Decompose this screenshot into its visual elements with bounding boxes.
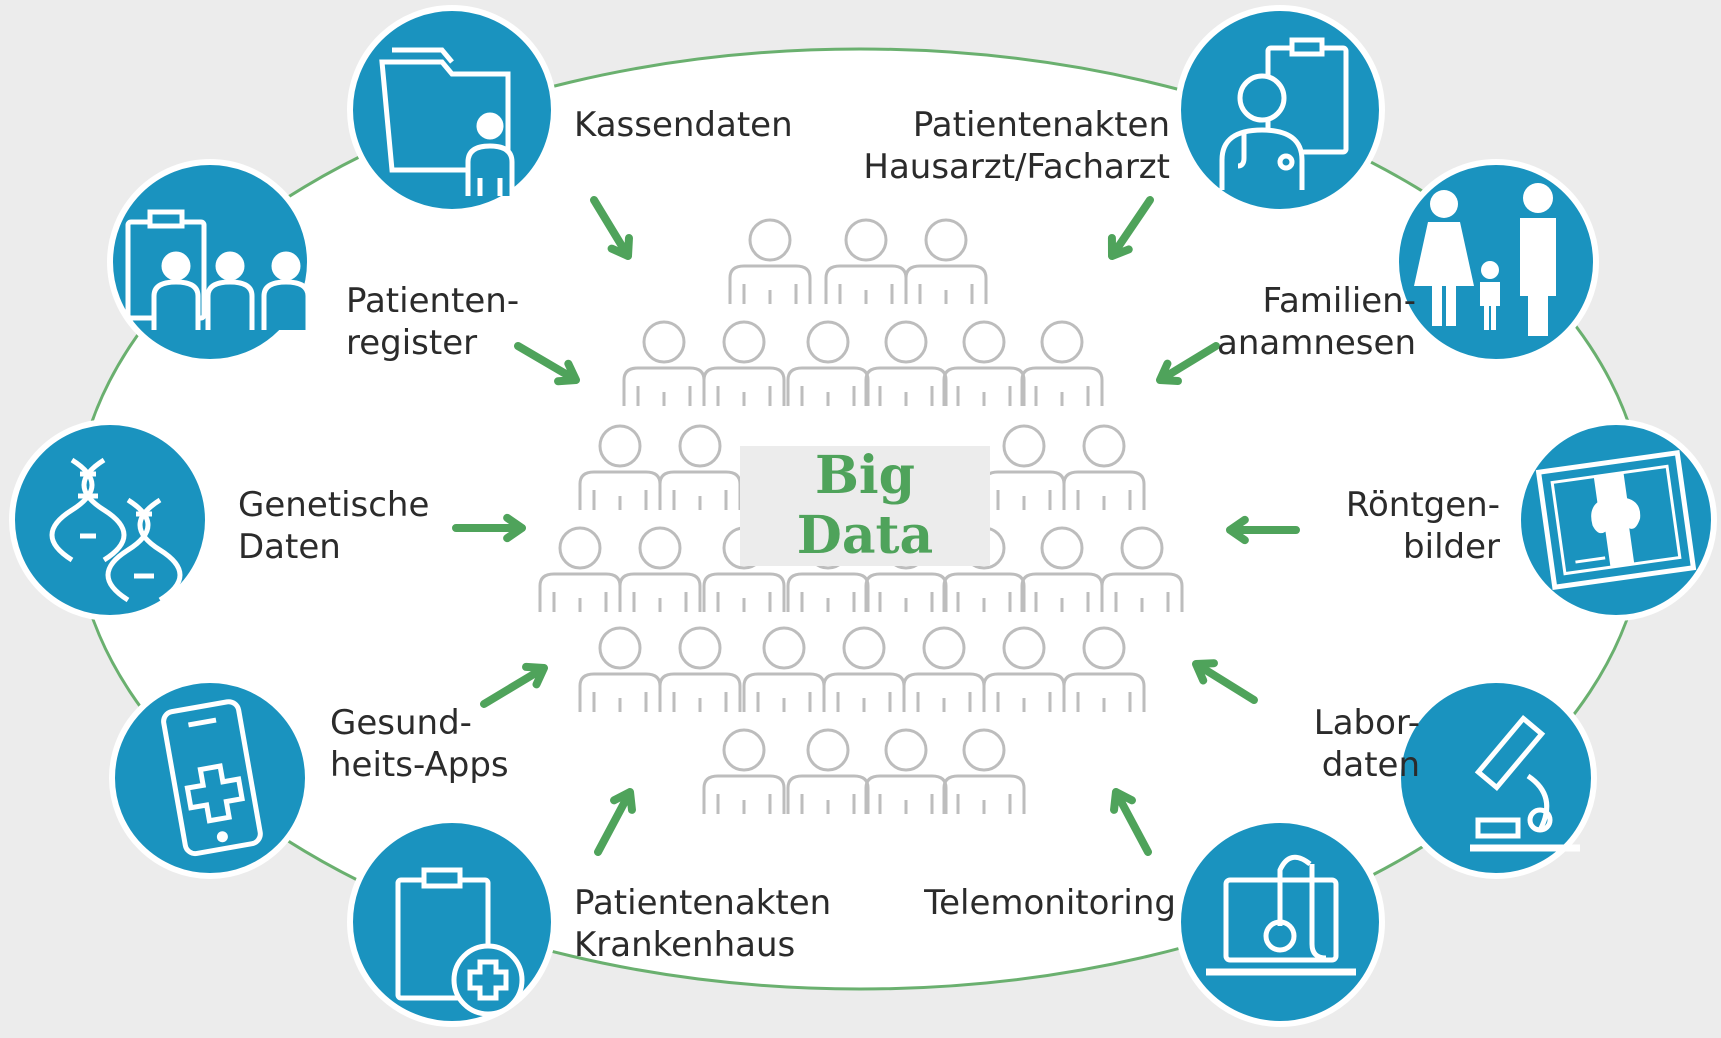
person-outline (824, 218, 908, 304)
arrow (1110, 788, 1152, 856)
person-outline (702, 728, 786, 814)
family-icon (1414, 183, 1556, 336)
label-labordaten: Labor- daten (1313, 703, 1420, 785)
label-patientenakten-krankenhaus: Patientenakten Krankenhaus (574, 883, 832, 965)
patientenakten-hausarzt-circle (1175, 5, 1385, 215)
arrow (1156, 342, 1220, 385)
xray-icon (1535, 449, 1697, 591)
arrow (1226, 515, 1300, 545)
label-genetische-daten: Genetische Daten (238, 485, 430, 567)
person-outline (658, 424, 742, 510)
arrow (514, 342, 580, 386)
person-outline (1062, 424, 1146, 510)
arrow (1192, 659, 1258, 704)
person-outline (1020, 526, 1104, 612)
label-patientenakten-hausarzt: Patientenakten Hausarzt/Facharzt (863, 105, 1170, 187)
person-outline (942, 728, 1026, 814)
laptop-stethoscope-icon (1206, 854, 1356, 976)
person-outline (578, 626, 662, 712)
person-outline (1020, 320, 1104, 406)
arrow (480, 662, 548, 708)
patientenakten-krankenhaus-circle (347, 817, 557, 1027)
person-outline (786, 728, 870, 814)
clipboard-patients-icon (125, 209, 311, 330)
label-roentgenbilder: Röntgen- bilder (1345, 485, 1500, 567)
health-app-phone-icon (161, 699, 263, 857)
folder-person-icon (379, 47, 515, 196)
label-kassendaten: Kassendaten (574, 105, 793, 145)
person-outline (538, 526, 622, 612)
arrow (590, 196, 633, 260)
person-outline (618, 526, 702, 612)
person-outline (864, 728, 948, 814)
familienanamnesen-circle (1393, 159, 1599, 365)
person-outline (702, 320, 786, 406)
microscope-icon (1470, 714, 1580, 852)
person-outline (904, 218, 988, 304)
roentgenbilder-circle (1515, 419, 1717, 621)
arrows (452, 196, 1300, 856)
arrow (452, 513, 526, 543)
label-patientenregister: Patienten- register (346, 281, 520, 363)
arrow (1107, 196, 1154, 260)
labordaten-circle (1395, 677, 1597, 879)
person-outline (864, 320, 948, 406)
hospital-clipboard-icon (395, 867, 525, 1017)
patientenregister-circle (107, 159, 313, 365)
arrow (594, 788, 636, 856)
label-gesundheits-apps: Gesund- heits-Apps (330, 703, 509, 785)
label-telemonitoring: Telemonitoring (924, 883, 1176, 923)
kassendaten-circle (347, 5, 557, 215)
person-outline (742, 626, 826, 712)
person-outline (1062, 626, 1146, 712)
genetische-daten-circle (9, 419, 211, 621)
person-outline (982, 424, 1066, 510)
person-outline (822, 626, 906, 712)
telemonitoring-circle (1175, 817, 1385, 1027)
person-outline (786, 320, 870, 406)
person-outline (578, 424, 662, 510)
person-outline (942, 320, 1026, 406)
doctor-clipboard-icon (1219, 37, 1349, 190)
dna-icon (49, 457, 183, 603)
person-outline (658, 626, 742, 712)
person-outline (1100, 526, 1184, 612)
label-familienanamnesen: Familien- anamnesen (1217, 281, 1416, 363)
person-outline (902, 626, 986, 712)
big-data-title: Big Data (740, 446, 990, 566)
person-outline (622, 320, 706, 406)
gesundheits-apps-circle (109, 677, 311, 879)
person-outline (728, 218, 812, 304)
person-outline (982, 626, 1066, 712)
